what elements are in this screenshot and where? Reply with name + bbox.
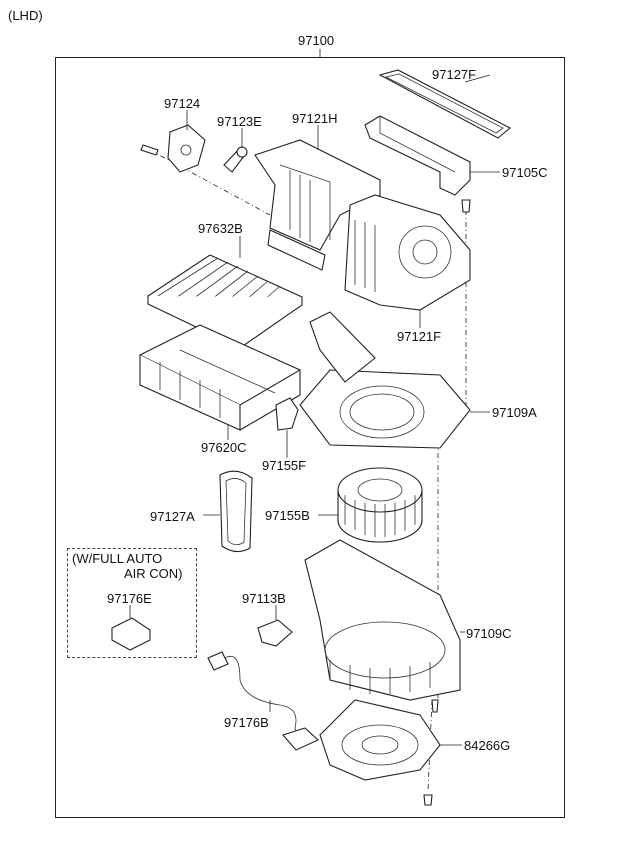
label-97155F: 97155F	[262, 458, 307, 473]
label-97113B: 97113B	[242, 591, 286, 606]
label-97124: 97124	[164, 96, 201, 111]
full-auto-inset	[67, 548, 197, 658]
blower-wheel-97155B	[337, 467, 423, 543]
blower-motor-84266G	[319, 199, 471, 806]
upper-housing-97109A	[299, 311, 471, 449]
label-97109A: 97109A	[492, 405, 537, 420]
lever-97123E	[223, 146, 248, 173]
label-97632B: 97632B	[198, 221, 243, 236]
inset-condition-line1: (W/FULL AUTO	[72, 551, 163, 566]
label-97176E: 97176E	[107, 591, 152, 606]
alignment-dash-line-3	[427, 699, 433, 791]
label-97127F: 97127F	[432, 67, 477, 82]
variant-label: (LHD)	[8, 8, 43, 23]
assembly-number: 97100	[298, 33, 335, 48]
gasket-97127A	[219, 470, 253, 553]
duct-97105C	[364, 115, 471, 196]
label-97620C: 97620C	[201, 440, 247, 455]
leader-97127F	[464, 74, 491, 83]
module-97176E	[111, 605, 151, 651]
label-97155B: 97155B	[265, 508, 310, 523]
air-filter-97632B	[146, 254, 304, 349]
scroll-housing-97109C	[304, 539, 461, 701]
intake-case-97121H	[254, 139, 381, 271]
label-97105C: 97105C	[502, 165, 548, 180]
label-97127A: 97127A	[150, 509, 195, 524]
resistor-97155F	[275, 397, 299, 458]
filter-cover-97620C	[138, 324, 302, 431]
inset-condition-line2: AIR CON)	[124, 566, 183, 581]
label-84266G: 84266G	[464, 738, 511, 753]
label-97176B: 97176B	[224, 715, 269, 730]
seal-97127F	[378, 69, 511, 139]
actuator-97124	[140, 124, 206, 173]
label-97123E: 97123E	[217, 114, 262, 129]
label-97109C: 97109C	[466, 626, 512, 641]
alignment-dash-line-2	[149, 149, 271, 216]
sensor-97113B	[257, 605, 293, 647]
label-97121F: 97121F	[397, 329, 442, 344]
assembly-frame	[55, 57, 565, 818]
lower-case-97121F	[344, 194, 471, 311]
wiring-harness-97176B	[207, 651, 319, 751]
label-97121H: 97121H	[292, 111, 338, 126]
